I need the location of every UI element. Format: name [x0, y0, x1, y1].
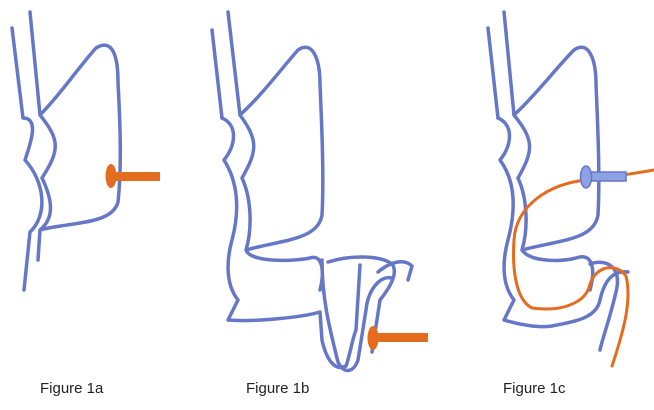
figure-1b-caption: Figure 1b — [246, 380, 309, 397]
figure-1a — [12, 12, 120, 290]
esophagus-1b — [212, 12, 240, 118]
figure-1b — [212, 12, 412, 370]
guide-wire-1c — [514, 170, 654, 366]
esophagus-1c — [488, 12, 514, 118]
wire-device-1c — [514, 170, 654, 366]
peg-tube-1a — [112, 172, 160, 181]
stomach-outline-1a — [12, 12, 120, 290]
balloon-tube-1c — [588, 172, 626, 181]
peg-tube-1b — [374, 333, 428, 342]
balloon-device-1c — [581, 166, 627, 188]
peg-device-1a — [106, 164, 161, 188]
peg-bumper-1b — [368, 326, 379, 350]
stomach-outline-1b — [222, 47, 412, 370]
peg-bumper-1a — [106, 164, 117, 188]
figure-1a-caption: Figure 1a — [40, 380, 103, 397]
peg-device-1b — [368, 326, 429, 350]
stomach-outline-1c — [498, 47, 628, 350]
figure-1c-caption: Figure 1c — [503, 380, 566, 397]
balloon-bumper-1c — [581, 166, 592, 188]
